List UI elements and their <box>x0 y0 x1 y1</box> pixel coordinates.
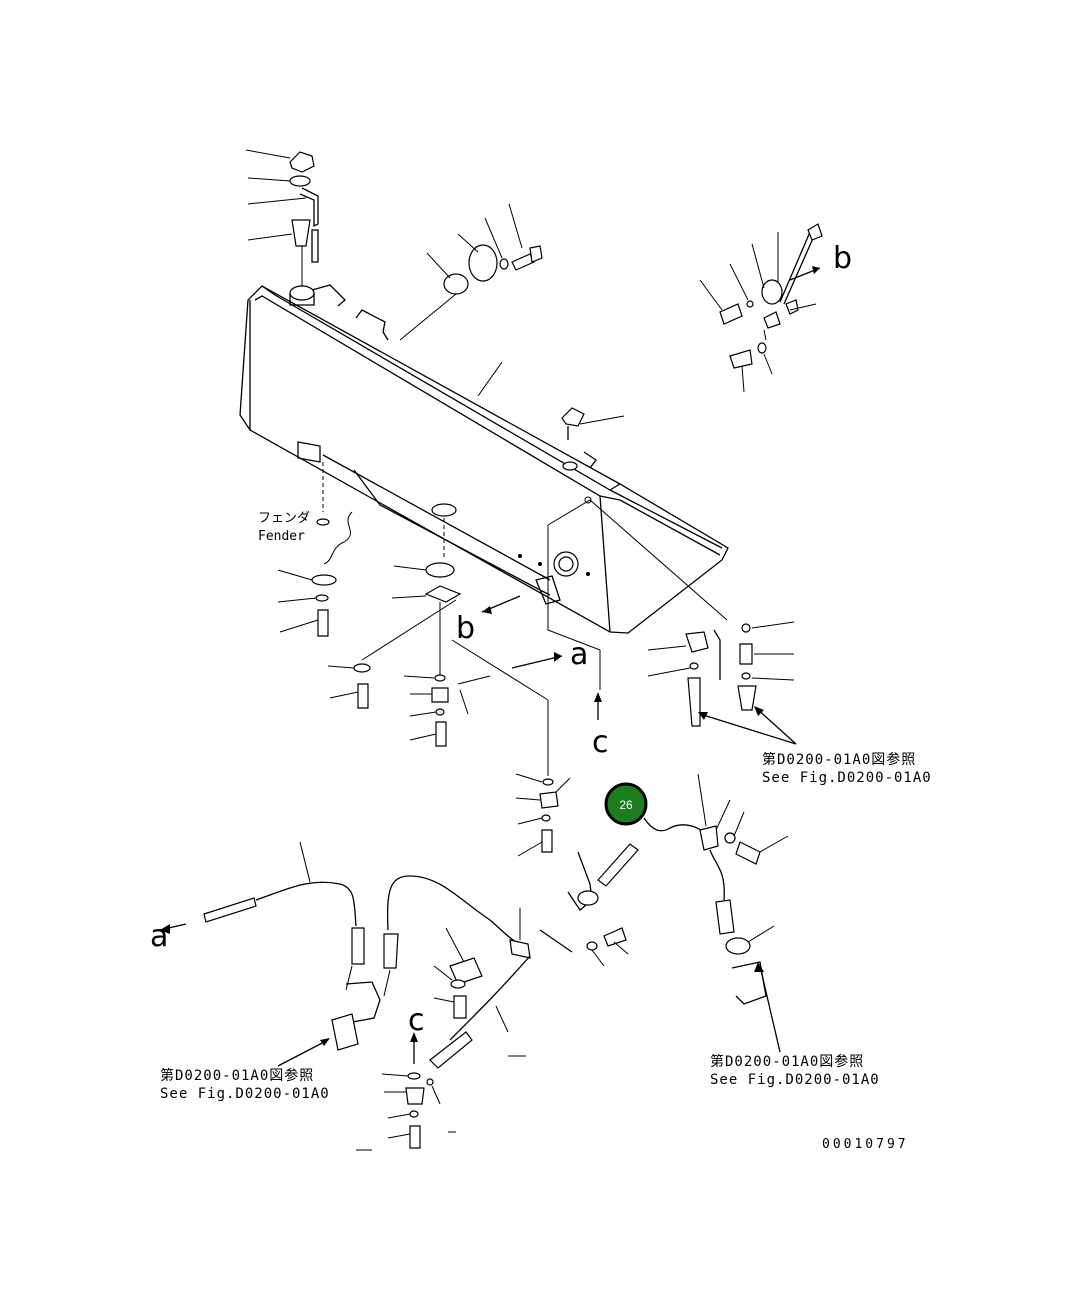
suction-flange <box>361 503 549 776</box>
filler-neck <box>289 240 389 341</box>
bolt-stack-left-mid <box>327 663 491 747</box>
drawing-number: 00010797 <box>822 1137 909 1152</box>
fender-label-jp: フェンダ <box>258 511 310 526</box>
arrow-letter-b-mid: b <box>456 611 475 646</box>
reference-en-lower-left: See Fig.D0200-01A0 <box>160 1086 330 1102</box>
breather <box>561 407 625 471</box>
level-gauge-assembly <box>699 223 823 393</box>
fender-label-en: Fender <box>258 529 305 544</box>
inspection-cover <box>399 203 543 397</box>
bolt-stack-lower <box>356 1072 456 1151</box>
reference-jp-lower-left: 第D0200-01A0図参照 <box>160 1067 314 1084</box>
fuel-tank <box>239 285 729 690</box>
bolt-washer-center <box>586 927 629 967</box>
callout-26[interactable]: 26 <box>604 782 648 826</box>
cap-assembly <box>245 149 319 263</box>
arrow-letter-b-top: b <box>833 241 852 276</box>
callout-26-number: 26 <box>619 798 633 812</box>
arrow-letter-c-lower: c <box>408 1003 425 1038</box>
reference-jp-right: 第D0200-01A0図参照 <box>762 751 916 768</box>
reference-en-right: See Fig.D0200-01A0 <box>762 770 932 786</box>
clamp-stack-center <box>515 773 571 857</box>
drain-valve <box>518 496 592 605</box>
return-fittings <box>647 621 797 745</box>
arrow-letter-a-lower: a <box>150 919 168 954</box>
hose-bracket <box>429 908 573 1069</box>
arrow-letter-a-mid: a <box>570 637 588 672</box>
fuel-hose-left <box>159 841 529 1067</box>
reference-jp-lower-right: 第D0200-01A0図参照 <box>710 1053 864 1070</box>
reference-en-lower-right: See Fig.D0200-01A0 <box>710 1072 880 1088</box>
fuel-hose-right <box>567 773 789 1053</box>
fender-bolt-stack <box>277 441 353 637</box>
arrow-letter-c-mid: c <box>592 725 609 760</box>
